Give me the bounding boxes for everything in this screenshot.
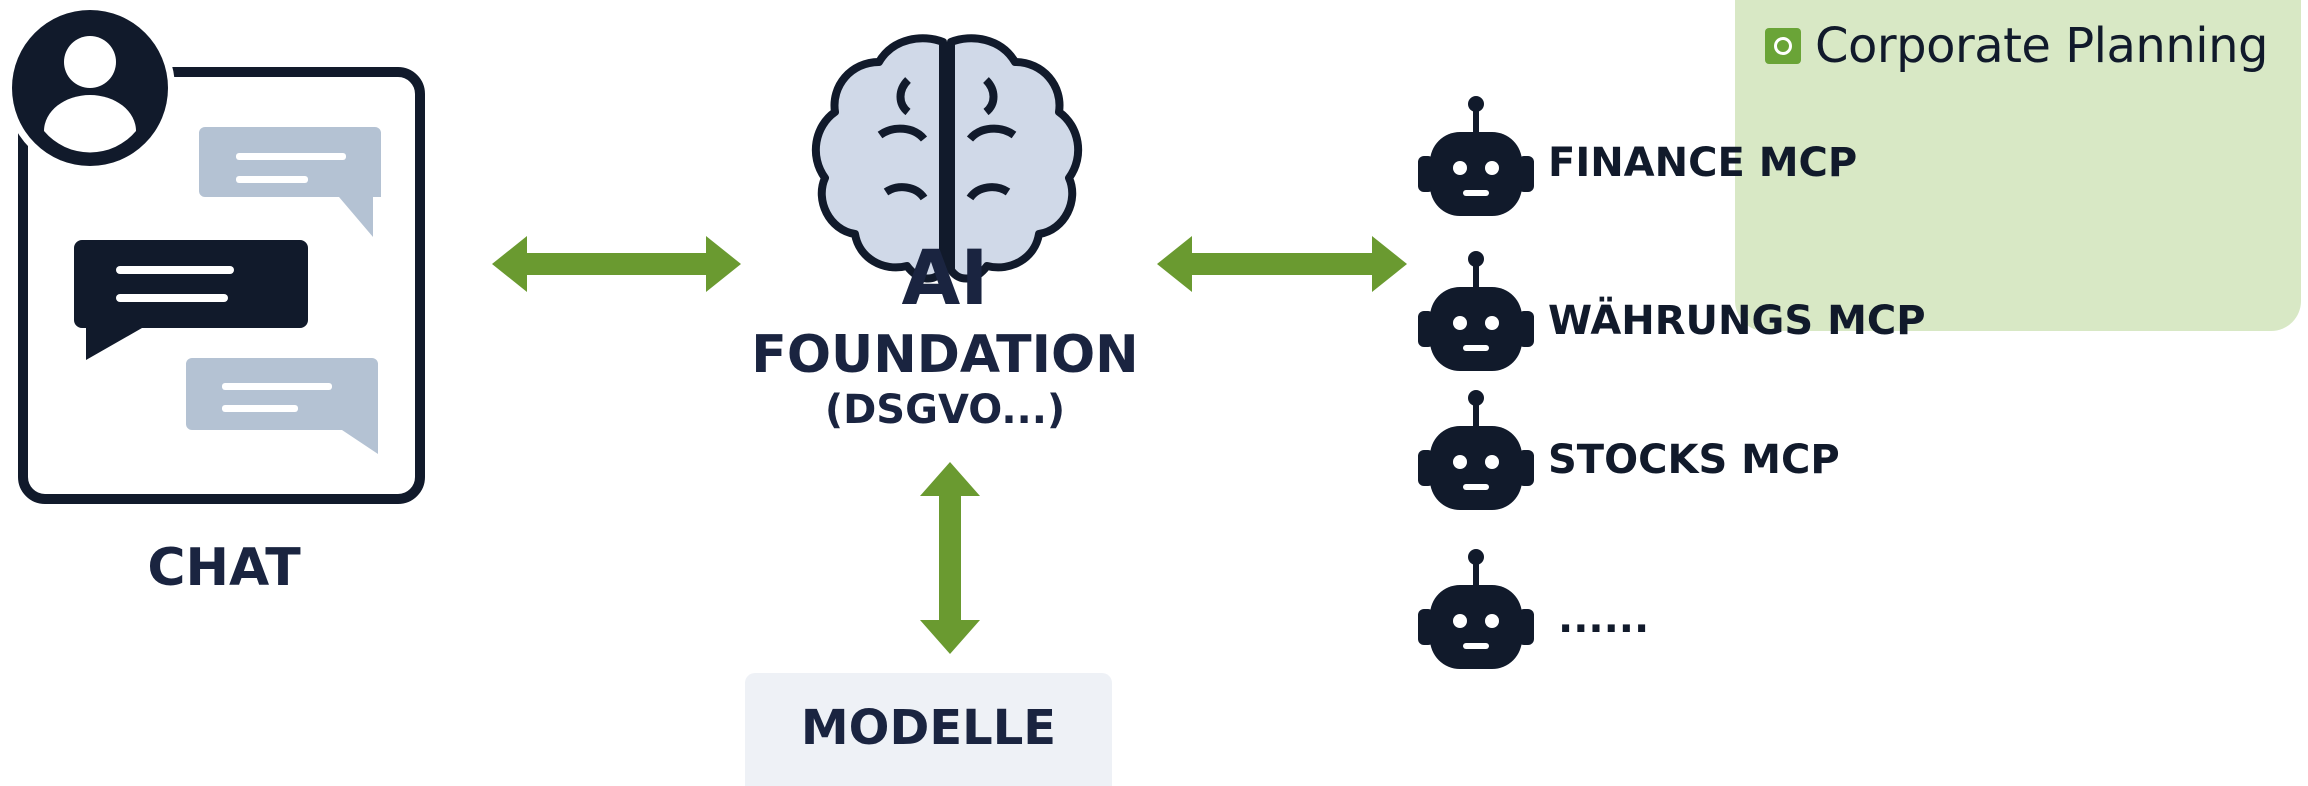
robot-icon-stocks [1418, 390, 1534, 510]
corporate-planning-header: Corporate Planning [1765, 16, 2268, 76]
arrow-ai-modelle [920, 462, 980, 654]
corporate-planning-logo-icon [1765, 28, 1801, 64]
modelle-label: MODELLE [800, 700, 1057, 756]
ai-subtitle: FOUNDATION [751, 325, 1139, 385]
robot-icon-finance [1418, 96, 1534, 216]
arrow-chat-ai [492, 236, 741, 292]
corporate-planning-title: Corporate Planning [1815, 18, 2268, 74]
ai-note: (DSGVO...) [824, 387, 1066, 433]
mcp-label-stocks: STOCKS MCP [1548, 437, 1840, 483]
brain-icon [811, 34, 1083, 283]
corporate-planning-panel [1735, 0, 2301, 331]
chat-label: CHAT [147, 538, 301, 598]
ai-title: AI [901, 233, 989, 322]
modelle-box [745, 673, 1112, 786]
mcp-label-more: ...... [1558, 596, 1650, 642]
user-avatar-icon [5, 3, 175, 173]
robot-icon-waehrungs [1418, 251, 1534, 371]
arrow-ai-mcp [1157, 236, 1407, 292]
mcp-label-finance: FINANCE MCP [1548, 140, 1858, 186]
robot-icon-more [1418, 549, 1534, 669]
mcp-label-waehrungs: WÄHRUNGS MCP [1548, 298, 1926, 344]
chat-window-icon [18, 67, 425, 504]
